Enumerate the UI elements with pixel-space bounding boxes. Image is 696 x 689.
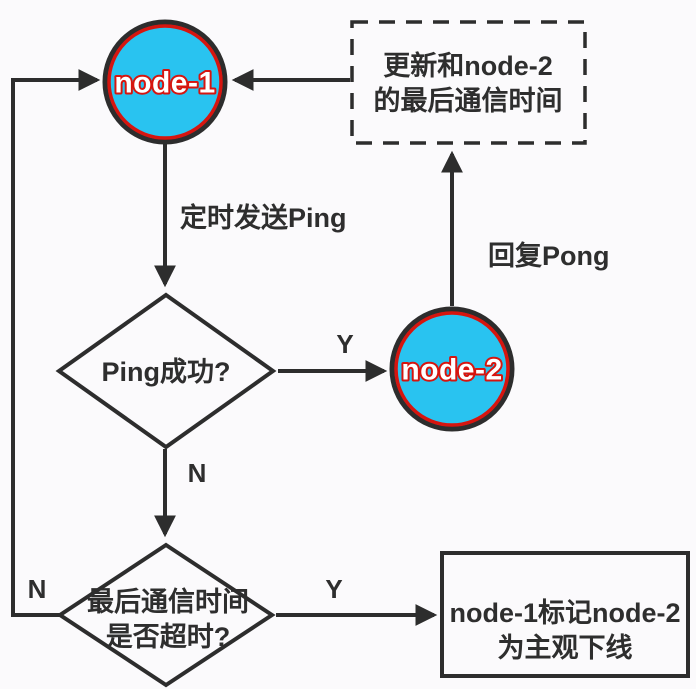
ping-decision-diamond: Ping成功? bbox=[55, 292, 277, 450]
edge-timeout-no-to-node1 bbox=[11, 69, 101, 617]
node2-circle-body bbox=[389, 306, 515, 432]
edge-label-timeout-yes: Y bbox=[325, 574, 342, 604]
edge-label-reply-pong: 回复Pong bbox=[488, 241, 610, 271]
node2-circle-ring bbox=[394, 311, 510, 427]
node1-circle-body bbox=[102, 19, 228, 145]
node2-label: node-2 bbox=[401, 354, 502, 387]
update-time-box-line2: 的最后通信时间 bbox=[374, 85, 563, 116]
update-time-box: 更新和node-2 的最后通信时间 bbox=[350, 20, 587, 145]
ping-decision-border bbox=[55, 292, 277, 450]
update-time-box-border bbox=[350, 20, 587, 145]
edge-label-ping-yes: Y bbox=[336, 329, 353, 359]
offline-result-box: node-1标记node-2 为主观下线 bbox=[440, 551, 690, 678]
node1-circle-ring bbox=[107, 24, 223, 140]
timeout-decision-border bbox=[56, 542, 276, 688]
node1-label: node-1 bbox=[114, 67, 215, 100]
edge-label-send-ping: 定时发送Ping bbox=[180, 202, 347, 233]
update-time-box-line1: 更新和node-2 bbox=[383, 50, 553, 81]
ping-decision-label: Ping成功? bbox=[102, 357, 231, 387]
offline-result-line1: node-1标记node-2 bbox=[449, 598, 680, 628]
edge-label-ping-no: N bbox=[188, 458, 207, 488]
node2-circle: node-2 bbox=[389, 306, 515, 432]
node1-circle: node-1 bbox=[102, 19, 228, 145]
edge-label-timeout-no: N bbox=[28, 574, 47, 604]
timeout-decision-line2: 是否超时? bbox=[106, 622, 231, 652]
offline-result-box-border bbox=[440, 551, 690, 678]
offline-result-line2: 为主观下线 bbox=[498, 633, 633, 663]
timeout-decision-line1: 最后通信时间 bbox=[87, 587, 249, 617]
timeout-decision-diamond: 最后通信时间 是否超时? bbox=[56, 542, 276, 688]
